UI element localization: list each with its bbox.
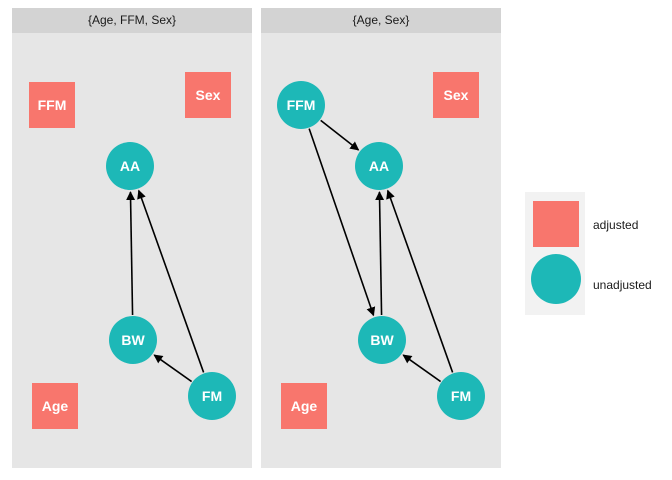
panel-title: {Age, FFM, Sex} <box>12 8 252 33</box>
node-square <box>185 72 231 118</box>
legend-key-unadjusted <box>531 254 581 304</box>
node-age: Age <box>32 383 78 429</box>
node-circle <box>109 316 157 364</box>
node-circle <box>437 372 485 420</box>
edge-fm-to-aa <box>137 189 205 373</box>
node-label: Sex <box>196 87 221 103</box>
node-circle <box>188 372 236 420</box>
edge-fm-to-bw <box>153 354 193 383</box>
node-label: FFM <box>287 97 316 113</box>
legend-label-unadjusted: unadjusted <box>593 278 652 292</box>
edge-ffm-to-aa <box>320 119 360 151</box>
node-age: Age <box>281 383 327 429</box>
node-label: FM <box>202 388 222 404</box>
node-aa: AA <box>355 142 403 190</box>
node-label: AA <box>120 158 140 174</box>
node-label: Age <box>42 398 69 414</box>
edge-fm-to-aa <box>386 189 454 373</box>
node-sex: Sex <box>433 72 479 118</box>
node-label: AA <box>369 158 389 174</box>
node-sex: Sex <box>185 72 231 118</box>
edge-ffm-to-bw <box>308 128 376 317</box>
node-fm: FM <box>437 372 485 420</box>
node-square <box>281 383 327 429</box>
legend-key-adjusted <box>533 201 579 247</box>
node-label: BW <box>370 332 394 348</box>
panel-title: {Age, Sex} <box>261 8 501 33</box>
node-aa: AA <box>106 142 154 190</box>
node-circle <box>358 316 406 364</box>
edge-fm-to-bw <box>402 354 442 383</box>
node-square <box>32 383 78 429</box>
legend-label-adjusted: adjusted <box>593 218 639 232</box>
node-circle <box>355 142 403 190</box>
node-label: Sex <box>444 87 469 103</box>
node-circle <box>277 81 325 129</box>
node-bw: BW <box>358 316 406 364</box>
node-ffm: FFM <box>277 81 325 129</box>
node-ffm: FFM <box>29 82 75 128</box>
legend: adjusted unadjusted <box>525 192 658 315</box>
node-circle <box>106 142 154 190</box>
node-label: BW <box>121 332 145 348</box>
node-square <box>433 72 479 118</box>
node-label: FM <box>451 388 471 404</box>
node-bw: BW <box>109 316 157 364</box>
node-fm: FM <box>188 372 236 420</box>
edge-bw-to-aa <box>375 191 385 316</box>
node-square <box>29 82 75 128</box>
node-label: Age <box>291 398 318 414</box>
edge-bw-to-aa <box>126 191 136 316</box>
node-label: FFM <box>38 97 67 113</box>
